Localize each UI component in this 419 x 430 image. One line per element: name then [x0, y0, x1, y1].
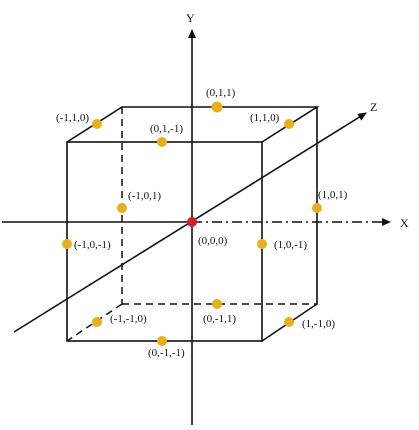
point-dot-m1-1-0 [92, 119, 102, 129]
point-dot-0-m1-1 [212, 299, 222, 309]
point-dot-1-m1-0 [284, 317, 294, 327]
point-label-m1-1-0: (-1,1,0) [56, 112, 89, 124]
x-axis-label: X [400, 216, 409, 230]
z-axis-label: Z [370, 100, 377, 114]
point-dot-0-1-m1 [157, 137, 167, 147]
origin-dot [187, 217, 197, 227]
point-label-m1-m1-0: (-1,-1,0) [110, 313, 147, 325]
point-dot-m1-0-1 [117, 203, 127, 213]
point-dot-0-m1-m1 [157, 336, 167, 346]
y-axis-label: Y [186, 11, 195, 25]
point-dot-m1-m1-0 [92, 317, 102, 327]
point-dot-1-0-1 [312, 203, 322, 213]
point-label-0-m1-1: (0,-1,1) [203, 313, 236, 325]
origin-label: (0,0,0) [198, 235, 228, 247]
point-label-0-1-1: (0,1,1) [206, 87, 236, 99]
point-dot-0-1-1 [211, 101, 223, 113]
point-label-m1-0-m1: (-1,0,-1) [74, 239, 111, 251]
cube-right-face-edges [261, 107, 318, 342]
point-label-1-1-0: (1,1,0) [250, 112, 280, 124]
point-dot-1-1-0 [284, 119, 294, 129]
point-label-0-1-m1: (0,1,-1) [150, 123, 183, 135]
point-label-1-m1-0: (1,-1,0) [302, 318, 335, 330]
point-label-1-0-m1: (1,0,-1) [274, 239, 307, 251]
point-dot-1-0-m1 [257, 239, 267, 249]
point-label-1-0-1: (1,0,1) [318, 189, 348, 201]
point-dot-m1-0-m1 [62, 239, 72, 249]
point-markers [62, 101, 322, 346]
point-label-0-m1-m1: (0,-1,-1) [148, 347, 185, 359]
point-label-m1-0-1: (-1,0,1) [128, 190, 161, 202]
